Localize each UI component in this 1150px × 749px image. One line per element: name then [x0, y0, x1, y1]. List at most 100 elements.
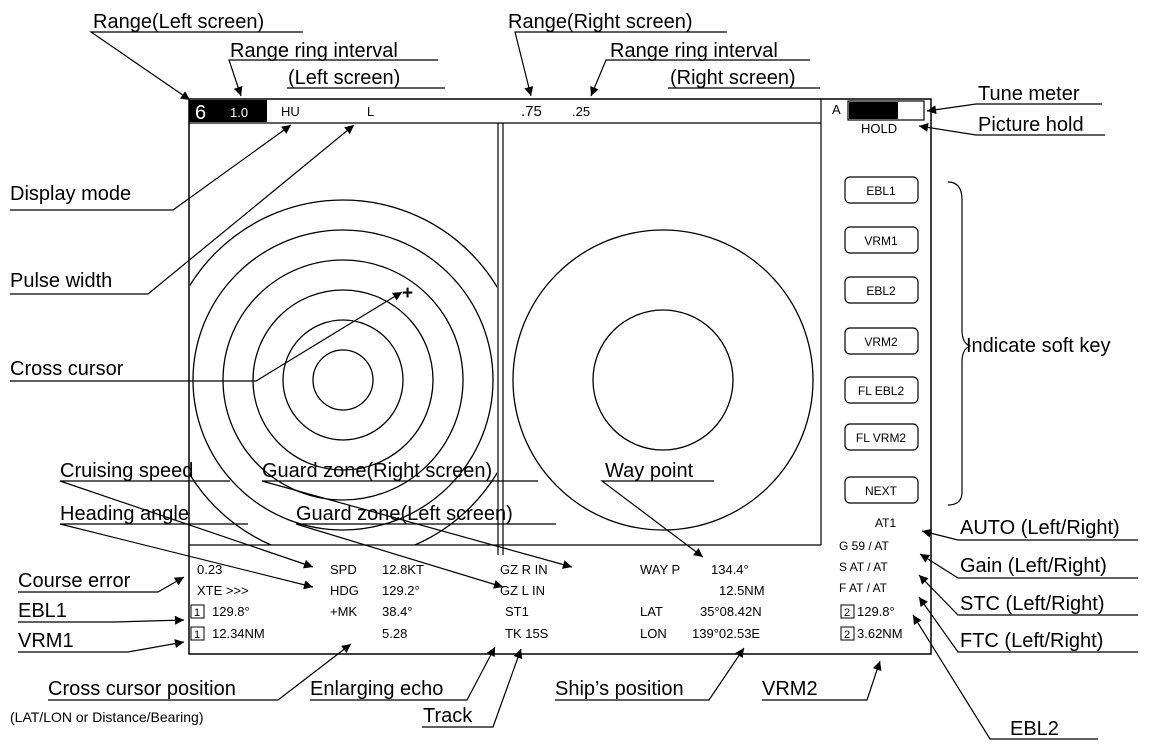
mk-label: +MK: [330, 604, 357, 619]
mk-value: 38.4°: [382, 604, 413, 619]
leader-picture-hold: [918, 122, 1105, 136]
callout-gain: Gain (Left/Right): [960, 555, 1107, 577]
range-left-value: 6: [195, 102, 206, 124]
vrm1-num-box: [190, 626, 205, 641]
callout-picture-hold: Picture hold: [978, 114, 1084, 136]
hdg-value: 129.2°: [382, 583, 420, 598]
callout-ring-left-1: Range ring interval: [230, 40, 398, 62]
callout-cruising-speed: Cruising speed: [60, 460, 193, 482]
leader-auto: [921, 528, 1138, 541]
leader-way-point: [600, 480, 714, 558]
callout-course-error: Course error: [18, 570, 131, 592]
range-left-box: [189, 100, 267, 122]
vrm1-value: 12.34NM: [212, 626, 265, 641]
callout-ftc: FTC (Left/Right): [960, 630, 1103, 652]
left-range-rings: [190, 199, 497, 545]
soft-key-fl-vrm2-label: FL VRM2: [856, 431, 907, 445]
ring-interval-right-value: .25: [572, 104, 590, 119]
leader-ebl1: [18, 615, 185, 625]
lon-label: LON: [640, 626, 667, 641]
leader-stc: [918, 574, 1138, 616]
soft-key-vrm1[interactable]: [844, 226, 919, 254]
leader-vrm2: [762, 660, 882, 701]
leader-track: [422, 648, 523, 728]
soft-key-fl-ebl2-label: FL EBL2: [858, 384, 905, 398]
soft-key-next-label: NEXT: [865, 484, 898, 498]
soft-key-group: EBL1 VRM1 EBL2 VRM2 FL EBL2 FL VRM2 NEXT: [844, 176, 919, 504]
callout-ships-position: Ship’s position: [555, 678, 684, 700]
callout-pulse-width: Pulse width: [10, 270, 112, 292]
callout-ebl1: EBL1: [18, 600, 67, 622]
course-error-value: 0.23: [197, 562, 222, 577]
right-range-rings: [512, 229, 814, 531]
callout-indicate-soft-key: Indicate soft key: [966, 335, 1111, 357]
leader-ebl2: [912, 614, 1098, 740]
tune-meter-frame: [847, 100, 925, 121]
callout-ring-right-1: Range ring interval: [610, 40, 778, 62]
callout-vrm1: VRM1: [18, 630, 74, 652]
stc-status: S AT / AT: [839, 560, 888, 574]
callout-ring-left-2: (Left screen): [288, 67, 400, 89]
lat-label: LAT: [640, 604, 663, 619]
soft-key-vrm2[interactable]: [844, 327, 919, 355]
soft-key-next[interactable]: [844, 476, 919, 504]
cross-cursor-icon: +: [402, 283, 413, 304]
callout-labels: Range(Left screen) Range ring interval (…: [10, 11, 1120, 740]
screen-frame: [188, 98, 932, 655]
gain-status: G 59 / AT: [839, 539, 889, 553]
leader-display-mode: [10, 124, 292, 211]
callout-track: Track: [423, 705, 473, 727]
callout-guard-zone-left: Guard zone(Left screen): [296, 503, 513, 525]
way-distance: 12.5NM: [719, 583, 765, 598]
ebl1-value: 129.8°: [212, 604, 250, 619]
ring-interval-left-value: 1.0: [230, 105, 248, 120]
hdg-label: HDG: [330, 583, 359, 598]
vrm2-num: 2: [844, 629, 850, 641]
mk-distance: 5.28: [382, 626, 407, 641]
leader-heading-angle: [59, 523, 314, 590]
leader-ftc: [918, 596, 1138, 653]
tune-label: A: [832, 102, 841, 117]
leader-range-right: [514, 31, 727, 97]
soft-key-ebl1-label: EBL1: [866, 184, 896, 198]
gz-right: GZ R IN: [500, 562, 548, 577]
range-right-value: .75: [521, 103, 542, 120]
bottom-data-panel: 0.23 XTE >>> 1 129.8° 1 12.34NM SPD 12.8…: [190, 562, 903, 641]
ftc-status: F AT / AT: [839, 581, 888, 595]
callout-guard-zone-right: Guard zone(Right screen): [262, 460, 492, 482]
callout-heading-angle: Heading angle: [60, 503, 189, 525]
leader-ships-position: [555, 647, 745, 701]
ebl2-value: 129.8°: [857, 604, 895, 619]
gz-left: GZ L IN: [500, 583, 545, 598]
leader-gain: [919, 553, 1138, 579]
leader-enlarging-echo: [310, 646, 496, 701]
soft-key-ebl1[interactable]: [844, 176, 919, 204]
leader-ring-right: [590, 59, 810, 97]
soft-key-ebl2[interactable]: [844, 276, 919, 304]
ebl2-num-box: [840, 604, 855, 619]
xte-value: XTE >>>: [197, 583, 249, 598]
soft-key-ebl2-label: EBL2: [866, 284, 896, 298]
hold-indicator: HOLD: [861, 121, 897, 136]
leader-ring-left: [228, 59, 438, 97]
callout-range-right: Range(Right screen): [508, 11, 693, 33]
leader-cruising-speed: [59, 480, 314, 569]
callout-range-left: Range(Left screen): [93, 11, 264, 33]
callout-stc: STC (Left/Right): [960, 593, 1104, 615]
leader-guard-zone-right: [261, 480, 573, 569]
callout-cross-cursor-position: Cross cursor position: [48, 678, 236, 700]
soft-key-fl-ebl2[interactable]: [844, 376, 919, 404]
soft-key-vrm1-label: VRM1: [864, 234, 898, 248]
leader-vrm1: [18, 639, 185, 653]
callout-ebl2: EBL2: [1010, 718, 1059, 740]
tk-value: TK 15S: [505, 626, 549, 641]
callout-ring-right-2: (Right screen): [670, 67, 796, 89]
soft-key-fl-vrm2[interactable]: [844, 423, 919, 451]
callout-cross-cursor: Cross cursor: [10, 358, 124, 380]
lon-value: 139°02.53E: [692, 626, 760, 641]
leader-cross-cursor: [10, 291, 403, 382]
callout-enlarging-echo: Enlarging echo: [310, 678, 443, 700]
spd-label: SPD: [330, 562, 357, 577]
callout-vrm2: VRM2: [762, 678, 818, 700]
